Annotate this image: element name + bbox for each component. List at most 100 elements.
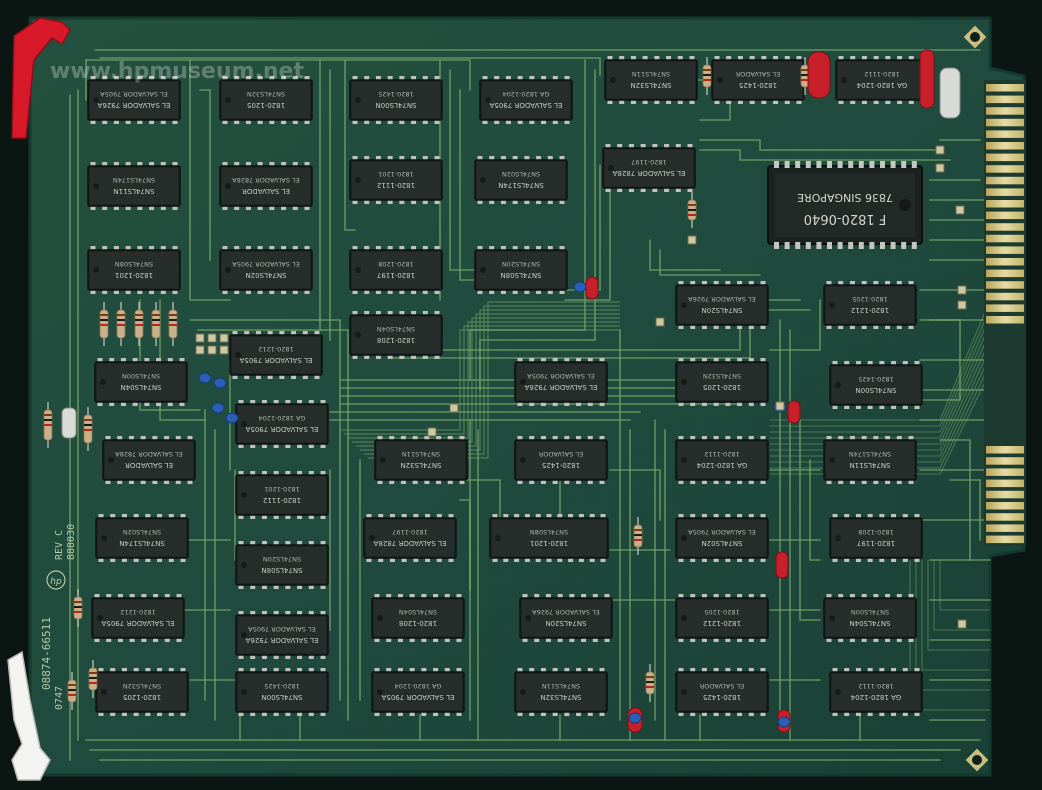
connector-finger	[986, 513, 1024, 521]
chip-label: SN74LS11N	[402, 450, 440, 458]
connector-finger	[986, 118, 1024, 127]
main-chip-text-1: F 1820-0640	[804, 211, 886, 226]
trace-line	[199, 89, 211, 261]
ic-chip: 1820-1425 EL SALVADOR	[675, 668, 769, 716]
chip-label: SN74LS174N	[113, 176, 155, 184]
chip-label: EL SALVADOR 7828A	[373, 539, 446, 547]
connector-finger	[986, 479, 1024, 488]
chip-label: EL SALVADOR 7905A	[101, 619, 174, 627]
board-silkscreen: 08874-66511 REV C 0747 888030 hp	[40, 524, 77, 710]
connector-finger	[986, 130, 1024, 138]
chip-label: SN74LS02N	[245, 271, 286, 279]
chip-label: SN74LS20N	[502, 260, 540, 268]
trace-line	[159, 299, 206, 421]
chip-label: SN74LS32N	[247, 90, 285, 98]
solder-pad	[957, 285, 967, 295]
chip-label: GA 1820-1204	[850, 693, 901, 701]
trace-line	[919, 319, 961, 401]
connector-finger	[986, 142, 1024, 150]
trace-line	[933, 560, 990, 631]
chip-label: 1820-1208	[399, 619, 437, 627]
trace-line	[85, 59, 471, 91]
connector-finger	[986, 281, 1024, 289]
chip-label: EL SALVADOR 7828A	[232, 176, 300, 184]
capacitor-icon	[211, 402, 225, 414]
capacitor-icon	[61, 407, 77, 439]
chip-label: 1820-1425	[858, 375, 893, 383]
chip-label: EL SALVADOR 7905A	[232, 260, 300, 268]
chip-label: 1820-1425	[264, 682, 299, 690]
chip-label: SN74LS20N	[545, 619, 586, 627]
chip-label: 1820-1425	[703, 693, 741, 701]
chip-label: SN74LS00N	[122, 372, 160, 380]
trace-line	[769, 299, 821, 351]
solder-pad	[195, 345, 205, 355]
chip-label: EL SALVADOR 7926A	[97, 101, 170, 109]
chip-label: 1820-1205	[123, 693, 161, 701]
part-number-text: 08874-66511	[40, 617, 53, 690]
chip-label: GA 1820-1204	[696, 461, 747, 469]
connector-finger	[986, 223, 1024, 231]
chip-label: EL SALVADOR 7926A	[532, 608, 600, 616]
capacitor-icon	[573, 281, 587, 293]
chip-label: GA 1820-1204	[395, 682, 442, 690]
chip-label: EL SALVADOR 7926A	[524, 383, 597, 391]
capacitor-icon	[919, 49, 935, 109]
chip-label: SN74LS00N	[851, 608, 889, 616]
chip-label: 1820-1425	[739, 81, 777, 89]
trace-line	[770, 299, 991, 421]
ic-chip: SN74LS32N SN74LS11N	[374, 436, 468, 484]
ic-chip: SN74LS20N EL SALVADOR 7926A	[519, 594, 613, 642]
revision-text: REV C	[54, 530, 65, 560]
chip-label: 1820-1205	[704, 608, 739, 616]
chip-label: 1820-1425	[378, 90, 413, 98]
chip-label: 1820-1201	[378, 170, 413, 178]
trace-line	[799, 419, 821, 621]
board-code-text: 888030	[66, 524, 77, 560]
trace-line	[699, 139, 941, 151]
connector-finger	[986, 176, 1024, 185]
trace-line	[344, 59, 356, 231]
chip-label: 1820-1197	[392, 528, 427, 536]
chip-label: EL SALVADOR	[735, 70, 780, 78]
chip-label: SN74LS02N	[701, 539, 742, 547]
chip-label: SN74LS02N	[502, 170, 540, 178]
solder-pad	[935, 145, 945, 155]
solder-pad	[775, 401, 785, 411]
connector-finger	[986, 246, 1024, 254]
connector-finger	[986, 446, 1024, 454]
trace-line	[649, 239, 721, 271]
solder-pad	[957, 619, 967, 629]
chip-label: SN74LS04N	[399, 608, 437, 616]
chip-label: SN74LS04N	[849, 619, 890, 627]
chip-label: SN74LS32N	[400, 461, 441, 469]
ic-chip: SN74LS02N EL SALVADOR 7905A	[219, 246, 313, 294]
chip-label: 1820-1112	[263, 496, 301, 504]
capacitor-icon	[198, 372, 212, 384]
capacitor-icon	[775, 551, 789, 579]
main-ic-chip: F 1820-0640 7836 SINGAPORE	[767, 161, 923, 249]
chip-label: EL SALVADOR 7828A	[115, 450, 183, 458]
connector-finger	[986, 84, 1024, 92]
card-ejectors	[7, 17, 71, 781]
chip-label: 1820-1208	[378, 260, 413, 268]
chip-label: EL SALVADOR	[699, 682, 744, 690]
chip-label: 1820-1425	[542, 461, 580, 469]
trace-line	[809, 459, 821, 561]
